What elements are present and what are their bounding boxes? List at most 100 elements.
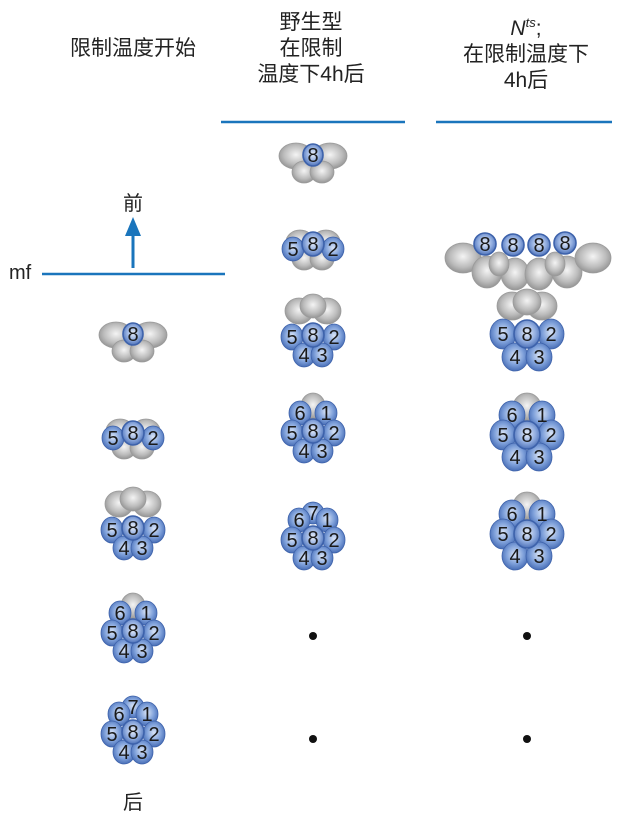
cell-number: 5 [107,428,118,450]
cell-number: 3 [533,546,544,568]
cell-number: 8 [521,524,532,546]
cell-number: 2 [148,724,159,746]
ommatidium-cluster: 8 [278,142,348,184]
front-label: 前 [123,193,143,215]
undifferentiated-cell [544,251,566,277]
cell-number: 4 [118,742,129,764]
photoreceptor-cell [122,322,144,346]
col2-header-line: 在限制 [279,37,343,60]
cell-number: 4 [118,538,129,560]
cell-number: 5 [286,530,297,552]
photoreceptor-cell [121,618,145,644]
photoreceptor-cell [513,319,541,349]
cell-number: 4 [298,441,309,463]
photoreceptor-cell [301,231,325,257]
cell-number: 8 [127,423,138,445]
photoreceptor-cell [121,420,145,446]
anterior-arrow-head [125,217,141,236]
cell-number: 2 [148,623,159,645]
photoreceptor-cell [302,143,324,167]
cell-number: 1 [140,603,151,625]
cell-number: 3 [316,548,327,570]
cell-number: 5 [106,520,117,542]
cell-number: 8 [307,421,318,443]
continuation-dot [309,632,317,640]
cell-number: 5 [106,724,117,746]
undifferentiated-cell [574,242,612,274]
cell-number: 8 [127,621,138,643]
col1-header-line: 限制温度开始 [70,37,196,60]
cell-number: 8 [127,518,138,540]
continuation-dot [523,632,531,640]
col2-header-line: 野生型 [279,11,343,34]
cell-number: 4 [298,345,309,367]
ommatidium-cluster: 8 [98,321,168,363]
cell-number: 8 [533,235,544,257]
cell-number: 3 [316,441,327,463]
cell-number: 8 [479,234,490,256]
cell-number: 2 [545,425,556,447]
photoreceptor-cell [473,232,497,256]
cell-number: 2 [328,423,339,445]
cell-number: 4 [118,641,129,663]
cell-number: 1 [141,704,152,726]
back-label: 后 [123,792,143,814]
photoreceptor-cell [301,525,325,551]
col3-header-line: 在限制温度下 [463,43,589,66]
cell-number: 1 [536,504,547,526]
cell-number: 8 [559,233,570,255]
cell-number: 3 [316,345,327,367]
cell-number: 4 [509,347,520,369]
undifferentiated-cell [488,251,510,277]
photoreceptor-cell [121,719,145,745]
genotype-semicolon: ; [535,17,542,40]
cell-number: 6 [506,405,517,427]
col3-header: Nts; 在限制温度下 4h后 [446,10,606,94]
photoreceptor-cell [553,231,577,255]
cell-number: 5 [287,239,298,261]
cell-number: 8 [521,425,532,447]
cell-number: 6 [294,403,305,425]
cell-number: 6 [114,603,125,625]
photoreceptor-cell [525,442,553,472]
cell-number: 6 [293,510,304,532]
continuation-dot [309,735,317,743]
undifferentiated-cell [119,486,147,512]
photoreceptor-cell [513,519,541,549]
cell-number: 3 [533,347,544,369]
col3-header-line: 4h后 [503,69,549,92]
cell-number: 8 [307,234,318,256]
cell-number: 8 [307,325,318,347]
cell-number: 8 [521,324,532,346]
cell-number: 7 [307,503,318,525]
mf-label: mf [9,262,32,284]
cell-number: 2 [328,327,339,349]
col2-header: 野生型 在限制 温度下4h后 [236,10,386,88]
undifferentiated-cell [512,288,542,316]
cell-number: 5 [497,324,508,346]
cell-number: 1 [320,403,331,425]
genotype-superscript: ts [525,15,536,30]
photoreceptor-cell [513,420,541,450]
genotype-letter: N [510,17,526,40]
cell-number: 3 [136,538,147,560]
continuation-dot [523,735,531,743]
cell-number: 5 [286,423,297,445]
cell-number: 6 [113,704,124,726]
photoreceptor-cell [121,515,145,541]
photoreceptor-cell [501,233,525,257]
cell-number: 8 [307,528,318,550]
cell-number: 5 [286,327,297,349]
cell-number: 8 [507,235,518,257]
